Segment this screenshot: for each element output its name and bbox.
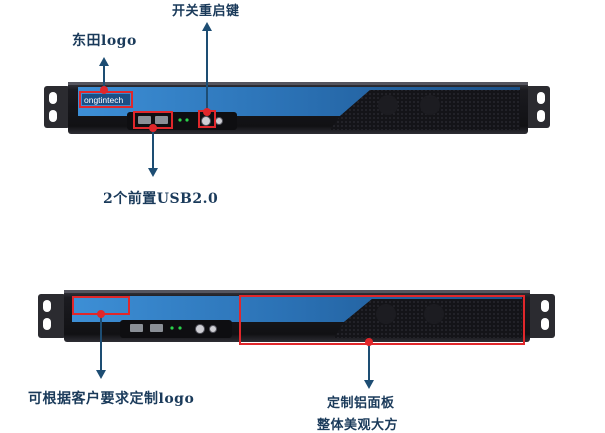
panel-label-line2: 整体美观大方 [317, 418, 399, 433]
power-button[interactable] [195, 324, 205, 334]
power-button[interactable] [201, 116, 211, 126]
usb-port-2[interactable] [155, 116, 168, 124]
front-usb-label: 2个前置USB2.0 [103, 191, 219, 207]
rack-ear-left [38, 294, 66, 338]
brand-logo-text: ongtintech [84, 95, 123, 105]
blue-panel [72, 296, 522, 322]
usb-port-1[interactable] [138, 116, 151, 124]
status-led-green-2 [178, 326, 182, 330]
callouts-bottom [96, 310, 374, 389]
server-unit-top: ongtintech [44, 82, 550, 134]
restart-key-label: 开关重启键 [172, 4, 240, 19]
usb-port-2[interactable] [150, 324, 163, 332]
logo-label: 东田logo [72, 33, 137, 49]
rack-ear-right [527, 294, 555, 338]
port-panel [120, 320, 232, 338]
rack-ear-left [44, 86, 70, 128]
status-led-green [178, 118, 182, 122]
server-unit-bottom [38, 290, 555, 345]
usb-port-1[interactable] [130, 324, 143, 332]
panel-label-line1: 定制铝面板 [327, 396, 395, 411]
status-led-green-2 [185, 118, 189, 122]
blue-panel [78, 87, 520, 116]
callouts-top [99, 22, 212, 177]
reset-button[interactable] [209, 325, 217, 333]
custom-logo-label: 可根据客户要求定制logo [28, 391, 195, 407]
logo-badge [82, 94, 130, 105]
reset-button[interactable] [215, 117, 223, 125]
status-led-green [170, 326, 174, 330]
panel-highlight [239, 295, 525, 345]
